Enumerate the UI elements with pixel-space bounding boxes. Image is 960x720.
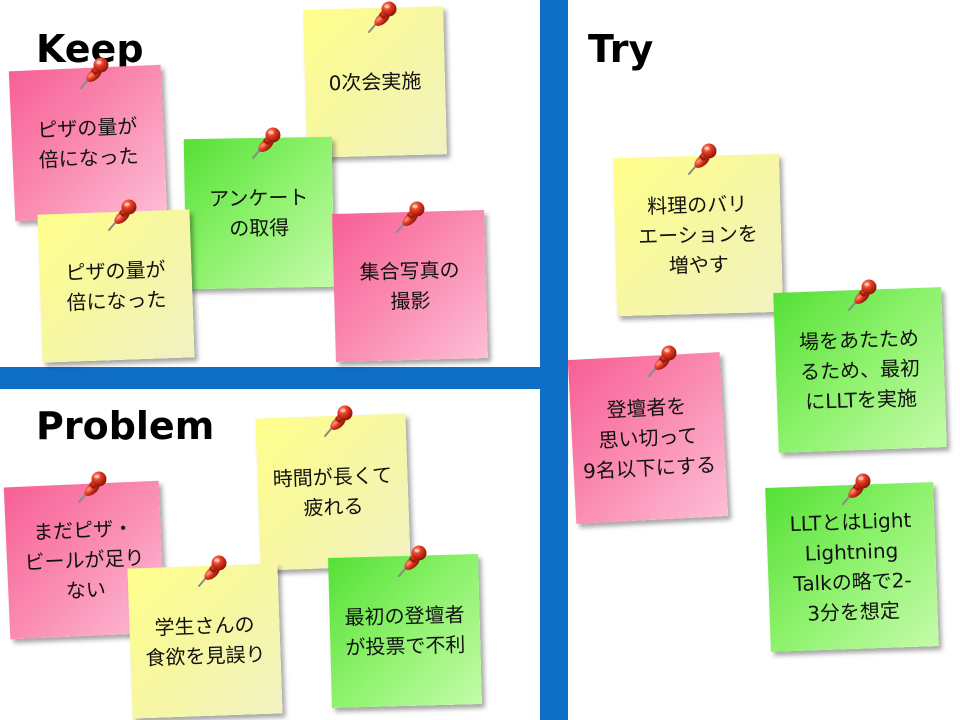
- note-line: アンケート: [208, 185, 309, 211]
- note-text: 最初の登壇者 が投票で不利: [344, 599, 466, 662]
- note-line: エーションを: [637, 221, 759, 249]
- note-text: 登壇者を 思い切って 9名以下にする: [579, 390, 717, 487]
- note-line: 集合写真の: [359, 257, 460, 285]
- note-line: にLLTを実施: [804, 386, 918, 414]
- note-line: 学生さんの: [154, 612, 255, 640]
- note-line: 疲れる: [303, 493, 364, 521]
- push-pin-icon: [688, 142, 718, 175]
- vertical-divider: [540, 0, 568, 720]
- note-line: LLTとはLight: [789, 507, 912, 537]
- horizontal-divider: [0, 367, 540, 389]
- note-line: 食欲を見誤り: [145, 641, 266, 671]
- note-line: 撮影: [390, 288, 431, 314]
- note-text: 料理のバリ エーションを 増やす: [637, 188, 759, 281]
- note-text: 0次会実施: [328, 66, 421, 98]
- push-pin-icon: [252, 126, 282, 159]
- push-pin-icon: [80, 56, 110, 89]
- push-pin-icon: [648, 344, 678, 377]
- note-line: 3分を想定: [806, 598, 901, 626]
- note-text: 集合写真の 撮影: [359, 255, 461, 318]
- note-line: るため、最初: [799, 355, 921, 385]
- problem-heading: Problem: [36, 404, 215, 448]
- note-line: 増やす: [668, 252, 730, 278]
- note-line: の取得: [229, 215, 290, 241]
- push-pin-icon: [848, 278, 878, 311]
- note-text: LLTとはLight Lightning Talkの略で2- 3分を想定: [789, 505, 915, 629]
- note-text: 時間が長くて 疲れる: [272, 460, 393, 524]
- push-pin-icon: [108, 198, 138, 231]
- note-line: ピザの量が: [65, 257, 166, 285]
- note-text: アンケート の取得: [209, 182, 309, 244]
- try-note-0: 料理のバリ エーションを 増やす: [612, 153, 784, 317]
- try-note-3: LLTとはLight Lightning Talkの略で2- 3分を想定: [765, 482, 939, 652]
- push-pin-icon: [368, 0, 398, 33]
- note-line: 時間が長くて: [272, 462, 393, 492]
- note-line: Lightning: [804, 538, 899, 566]
- push-pin-icon: [396, 200, 426, 233]
- note-text: 学生さんの 食欲を見誤り: [144, 609, 266, 673]
- note-line: 料理のバリ: [646, 191, 748, 219]
- note-line: 倍になった: [38, 143, 140, 173]
- note-text: ピザの量が 倍になった: [37, 111, 140, 175]
- note-line: 場をあたため: [798, 325, 920, 355]
- note-line: Talkの略で2-: [793, 567, 913, 597]
- note-text: ピザの量が 倍になった: [65, 254, 167, 317]
- note-line: 0次会実施: [328, 68, 422, 96]
- note-line: 9名以下にする: [582, 452, 717, 484]
- push-pin-icon: [324, 404, 354, 437]
- keep-heading: Keep: [36, 27, 144, 71]
- push-pin-icon: [842, 472, 872, 505]
- try-heading: Try: [588, 27, 654, 71]
- note-line: ピザの量が: [36, 113, 138, 143]
- push-pin-icon: [198, 554, 228, 587]
- push-pin-icon: [78, 470, 108, 503]
- note-line: 倍になった: [66, 287, 167, 315]
- keep-note-2: ピザの量が 倍になった: [37, 209, 195, 363]
- note-text: 場をあたため るため、最初 にLLTを実施: [798, 323, 921, 417]
- push-pin-icon: [398, 544, 428, 577]
- note-line: 最初の登壇者: [344, 602, 465, 630]
- note-line: が投票で不利: [345, 632, 466, 660]
